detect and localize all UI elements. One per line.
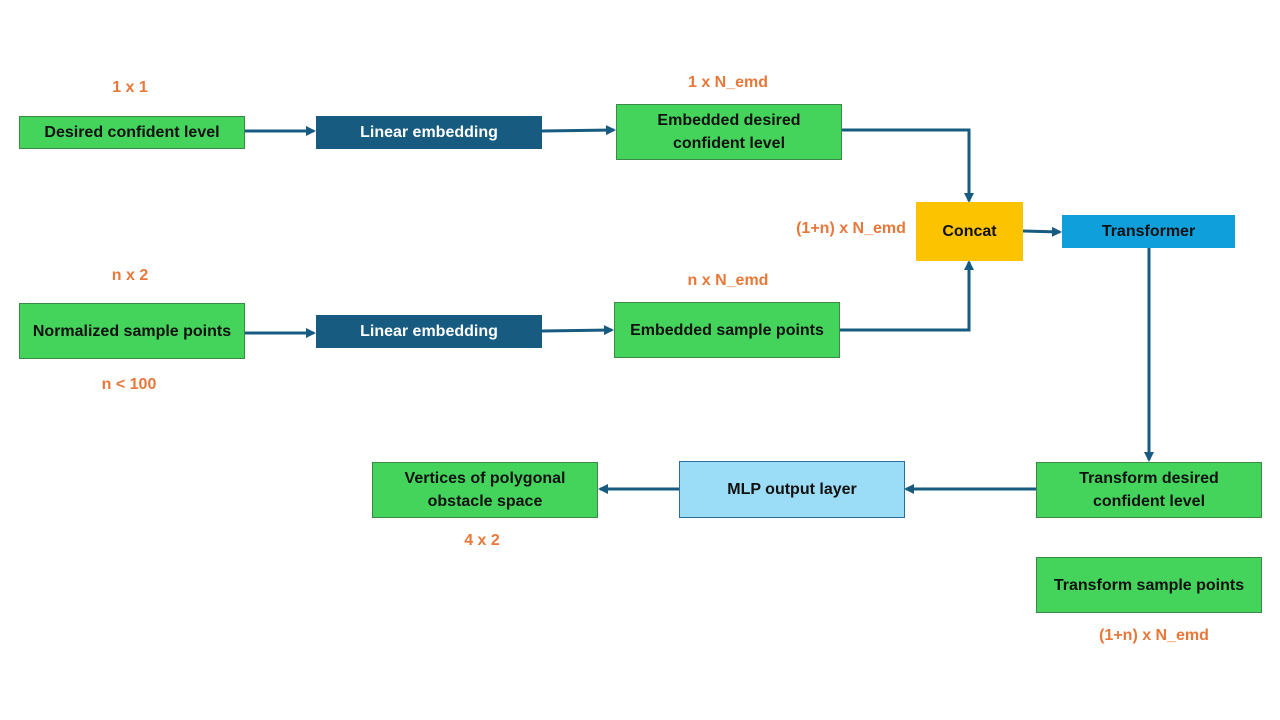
linear-embedding-bottom-label: Linear embedding (360, 323, 498, 340)
embedded-desired-confident-level-node: Embedded desired confident level (616, 104, 842, 160)
shape-annotation-transform: (1+n) x N_emd (1099, 627, 1209, 644)
vertices-polygonal-obstacle-space-label: Vertices of polygonal obstacle space (404, 470, 566, 510)
transform-sample-points-node: Transform sample points (1036, 557, 1262, 613)
arrow-linear-to-embedded-sample (541, 325, 614, 336)
transformer-node: Transformer (1062, 215, 1235, 248)
transformer-label: Transformer (1101, 223, 1196, 240)
arrow-embedded-sample-to-concat (840, 260, 974, 332)
embedded-sample-points-node: Embedded sample points (614, 302, 840, 358)
embedded-sample-points-label: Embedded sample points (630, 321, 824, 339)
transform-sample-points-label: Transform sample points (1053, 576, 1245, 594)
linear-embedding-top-label: Linear embedding (360, 124, 498, 141)
shape-annotation-nxN: n x N_emd (687, 272, 769, 289)
arrow-linear-to-embedded-desired (541, 125, 616, 136)
desired-confident-level-label: Desired confident level (44, 124, 220, 141)
mlp-output-layer-node: MLP output layer (679, 461, 905, 518)
normalized-sample-points-label: Normalized sample points (32, 322, 232, 340)
embedded-desired-confident-level-label: Embedded desired confident level (657, 112, 801, 152)
shape-annotation-1x1: 1 x 1 (112, 79, 148, 96)
normalized-sample-points-node: Normalized sample points (19, 303, 245, 359)
transform-desired-confident-level-node: Transform desired confident level (1036, 462, 1262, 518)
vertices-polygonal-obstacle-space-node: Vertices of polygonal obstacle space (372, 462, 598, 518)
desired-confident-level-node: Desired confident level (19, 116, 245, 149)
arrow-embedded-desired-to-concat (842, 128, 974, 203)
shape-annotation-1xN: 1 x N_emd (687, 74, 769, 91)
transform-desired-confident-level-label: Transform desired confident level (1079, 470, 1219, 510)
concat-label: Concat (942, 223, 997, 240)
shape-annotation-output: 4 x 2 (464, 532, 500, 549)
shape-annotation-nx2: n x 2 (111, 267, 149, 284)
concat-node: Concat (916, 202, 1023, 261)
linear-embedding-bottom-node: Linear embedding (316, 315, 542, 348)
shape-annotation-concat: (1+n) x N_emd (796, 220, 906, 237)
n-limit-annotation: n < 100 (101, 376, 157, 393)
mlp-output-layer-label: MLP output layer (727, 481, 857, 498)
linear-embedding-top-node: Linear embedding (316, 116, 542, 149)
arrow-concat-to-transformer (1022, 226, 1062, 237)
